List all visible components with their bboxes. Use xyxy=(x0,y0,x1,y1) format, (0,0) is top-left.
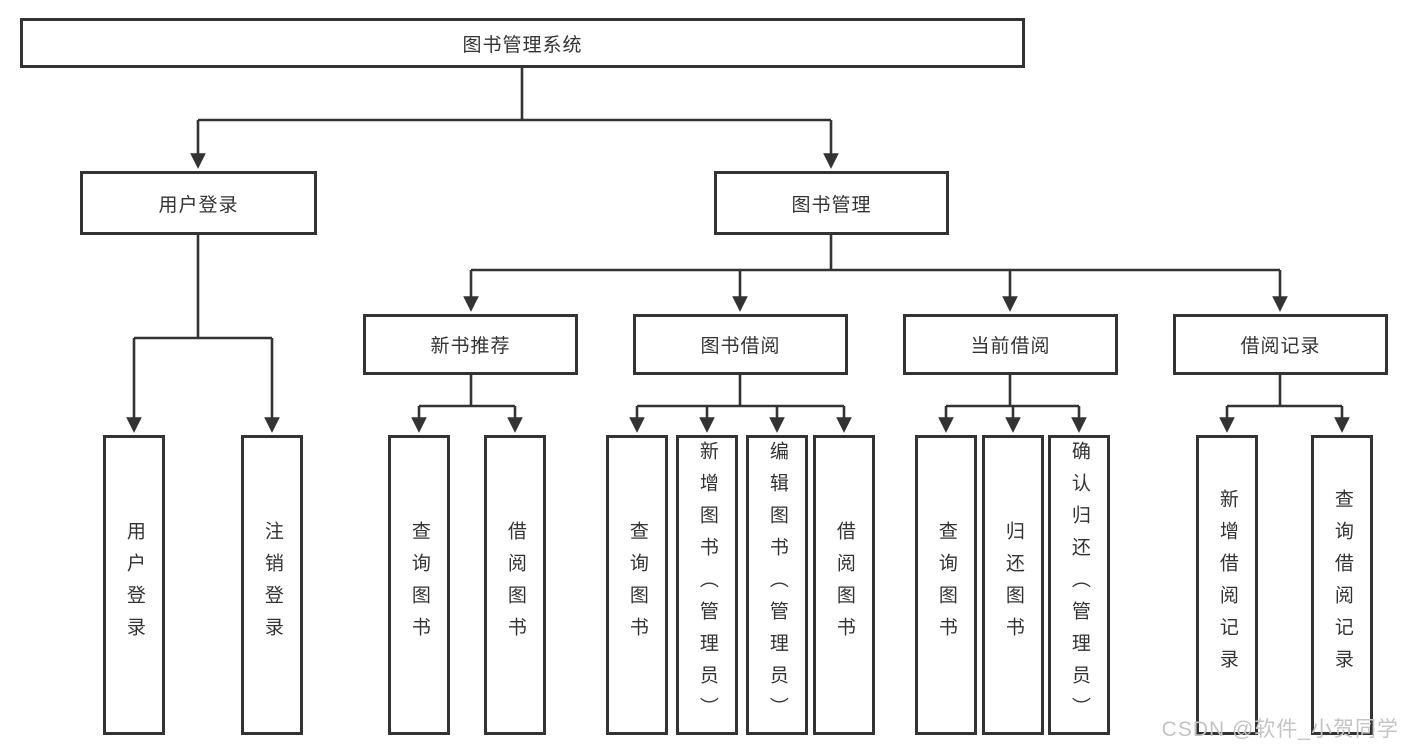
node-book-borrowing: 图书借阅 xyxy=(633,314,848,375)
node-new-book-recommendation: 新书推荐 xyxy=(363,314,578,375)
leaf-label: 借阅图书 xyxy=(504,521,526,649)
leaf-bb-borrow-books: 借阅图书 xyxy=(813,435,875,735)
node-library-management-system: 图书管理系统 xyxy=(20,18,1025,68)
node-label: 图书借阅 xyxy=(700,336,781,357)
node-borrowing-records: 借阅记录 xyxy=(1173,314,1388,375)
node-label: 用户登录 xyxy=(158,194,239,216)
leaf-label: 编辑图书（管理员） xyxy=(766,441,788,729)
leaf-label: 借阅图书 xyxy=(833,521,855,649)
leaf-label: 用户登录 xyxy=(123,521,145,649)
node-label: 图书管理 xyxy=(791,194,872,216)
node-current-borrowing: 当前借阅 xyxy=(903,314,1118,375)
node-label: 图书管理系统 xyxy=(462,34,583,56)
leaf-label: 查询借阅记录 xyxy=(1331,489,1353,681)
leaf-user-login: 用户登录 xyxy=(103,435,165,735)
leaf-bb-query-books: 查询图书 xyxy=(606,435,668,735)
node-label: 借阅记录 xyxy=(1240,336,1321,357)
csdn-watermark: CSDN @软件_小贺同学 xyxy=(1161,718,1399,741)
leaf-label: 注销登录 xyxy=(261,521,283,649)
leaf-nbr-query-books: 查询图书 xyxy=(388,435,450,735)
node-user-login: 用户登录 xyxy=(80,171,317,235)
leaf-bb-edit-books-admin: 编辑图书（管理员） xyxy=(746,435,808,735)
leaf-label: 查询图书 xyxy=(626,521,648,649)
leaf-logout: 注销登录 xyxy=(241,435,303,735)
node-label: 新书推荐 xyxy=(430,336,511,357)
leaf-cb-query-books: 查询图书 xyxy=(915,435,977,735)
leaf-cb-confirm-return-admin: 确认归还（管理员） xyxy=(1048,435,1110,735)
node-book-management: 图书管理 xyxy=(714,171,949,235)
leaf-label: 新增图书（管理员） xyxy=(696,441,718,729)
leaf-br-add-record: 新增借阅记录 xyxy=(1196,435,1258,735)
node-label: 当前借阅 xyxy=(970,336,1051,357)
leaf-label: 归还图书 xyxy=(1002,521,1024,649)
leaf-label: 新增借阅记录 xyxy=(1216,489,1238,681)
leaf-label: 查询图书 xyxy=(408,521,430,649)
leaf-bb-add-books-admin: 新增图书（管理员） xyxy=(676,435,738,735)
leaf-br-query-record: 查询借阅记录 xyxy=(1311,435,1373,735)
leaf-cb-return-books: 归还图书 xyxy=(982,435,1044,735)
leaf-label: 确认归还（管理员） xyxy=(1068,441,1090,729)
leaf-label: 查询图书 xyxy=(935,521,957,649)
leaf-nbr-borrow-books: 借阅图书 xyxy=(484,435,546,735)
